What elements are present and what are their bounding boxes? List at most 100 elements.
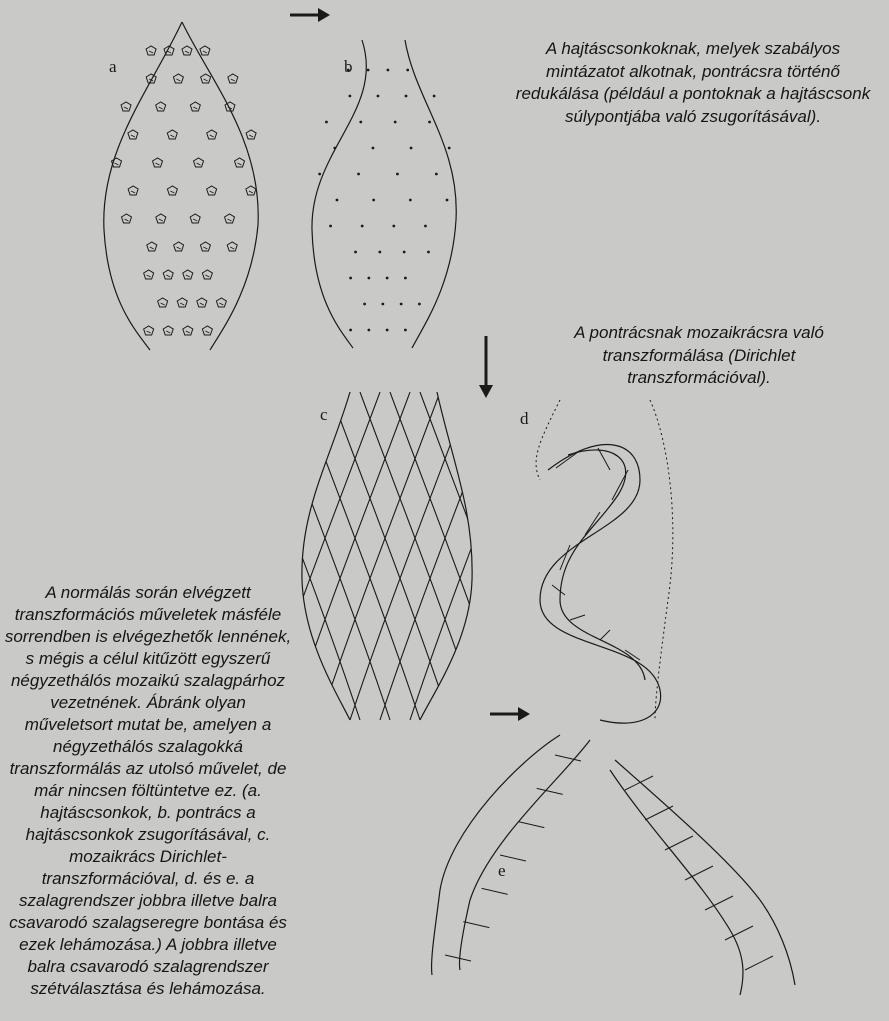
lattice-point (336, 199, 339, 202)
scar-glyph (193, 158, 203, 167)
lattice-point (349, 277, 352, 280)
scar-glyph (146, 46, 156, 55)
scar-glyph (216, 298, 226, 307)
lattice-point (394, 121, 397, 124)
ribbon-segment (645, 806, 673, 820)
scar-glyph (163, 270, 173, 279)
figure-d-ribbon (536, 400, 673, 723)
scar-glyph (246, 130, 256, 139)
scar-glyph (158, 298, 168, 307)
scar-glyph (167, 130, 177, 139)
scar-glyph (183, 270, 193, 279)
shoot-scars (112, 46, 257, 335)
lattice-point (404, 329, 407, 332)
figure-b-point-lattice (312, 40, 456, 348)
lattice-point (435, 173, 438, 176)
ribbon-segment (625, 776, 653, 790)
lattice-point (318, 173, 321, 176)
lattice-point (448, 147, 451, 150)
scar-glyph (190, 214, 200, 223)
scar-glyph (153, 158, 163, 167)
scar-glyph (190, 102, 200, 111)
lattice-point (377, 95, 380, 98)
lattice-point (367, 277, 370, 280)
scar-glyph (207, 186, 217, 195)
lattice-point (359, 121, 362, 124)
scar-glyph (227, 242, 237, 251)
scar-glyph (128, 130, 138, 139)
mesh-line (510, 392, 630, 720)
lattice-point (333, 147, 336, 150)
scar-glyph (156, 102, 166, 111)
scar-glyph (202, 326, 212, 335)
lattice-point (367, 69, 370, 72)
lattice-point (386, 329, 389, 332)
figure-label-b: b (344, 57, 353, 76)
lattice-point (329, 225, 332, 228)
scar-glyph (200, 242, 210, 251)
mesh-line (480, 392, 600, 720)
ribbon-e-segments (445, 755, 773, 970)
lattice-point (349, 329, 352, 332)
figure-e-ribbons (432, 735, 795, 995)
lattice-point (387, 69, 390, 72)
ribbon-segment (665, 836, 693, 850)
ribbon-segment (556, 452, 578, 468)
ribbon-segment (570, 615, 585, 620)
lattice-point (433, 95, 436, 98)
ribbon-segment (552, 585, 565, 595)
scar-glyph (197, 298, 207, 307)
ribbon-segment (518, 822, 544, 828)
lattice-point (405, 95, 408, 98)
scar-glyph (207, 130, 217, 139)
lattice-point (424, 225, 427, 228)
ribbon-segment (445, 955, 471, 961)
scar-glyph (128, 186, 138, 195)
mesh-line (590, 392, 710, 720)
mesh-line (470, 392, 590, 720)
arrow-down-middle (479, 336, 493, 398)
caption-mosaic-transform: A pontrácsnak mozaikrácsra való transzfo… (568, 322, 830, 390)
lattice-point (349, 95, 352, 98)
mesh-line (380, 392, 500, 720)
mesh-line (440, 392, 560, 720)
lattice-point (428, 121, 431, 124)
scar-glyph (144, 326, 154, 335)
ribbon-segment (482, 888, 508, 894)
lattice-point (372, 199, 375, 202)
mesh-line (530, 392, 650, 720)
scar-glyph (228, 74, 238, 83)
lattice-point (386, 277, 389, 280)
lattice-point (396, 173, 399, 176)
figure-a-shoot (104, 22, 258, 350)
scar-glyph (202, 270, 212, 279)
lattice-point (325, 121, 328, 124)
lattice-points (318, 69, 450, 332)
scar-glyph (183, 326, 193, 335)
scar-glyph (121, 214, 131, 223)
lattice-point (357, 173, 360, 176)
mesh-line (560, 392, 680, 720)
ribbon-segment (463, 922, 489, 928)
scar-glyph (146, 74, 156, 83)
lattice-point (372, 147, 375, 150)
arrow-right-top (290, 8, 330, 22)
lattice-point (404, 277, 407, 280)
lattice-point (361, 225, 364, 228)
ribbon-segment (612, 470, 628, 500)
lattice-point (410, 147, 413, 150)
mesh-line (410, 392, 530, 720)
lattice-point (378, 251, 381, 254)
scar-glyph (225, 214, 235, 223)
scar-glyph (121, 102, 131, 111)
scar-glyph (174, 242, 184, 251)
ribbon-segment (600, 630, 610, 640)
scar-glyph (167, 186, 177, 195)
ribbon-segment (537, 788, 563, 794)
lattice-point (418, 303, 421, 306)
scar-glyph (163, 326, 173, 335)
figure-label-c: c (320, 405, 328, 424)
ribbon-segment (745, 956, 773, 970)
scar-glyph (200, 46, 210, 55)
lattice-point (409, 199, 412, 202)
